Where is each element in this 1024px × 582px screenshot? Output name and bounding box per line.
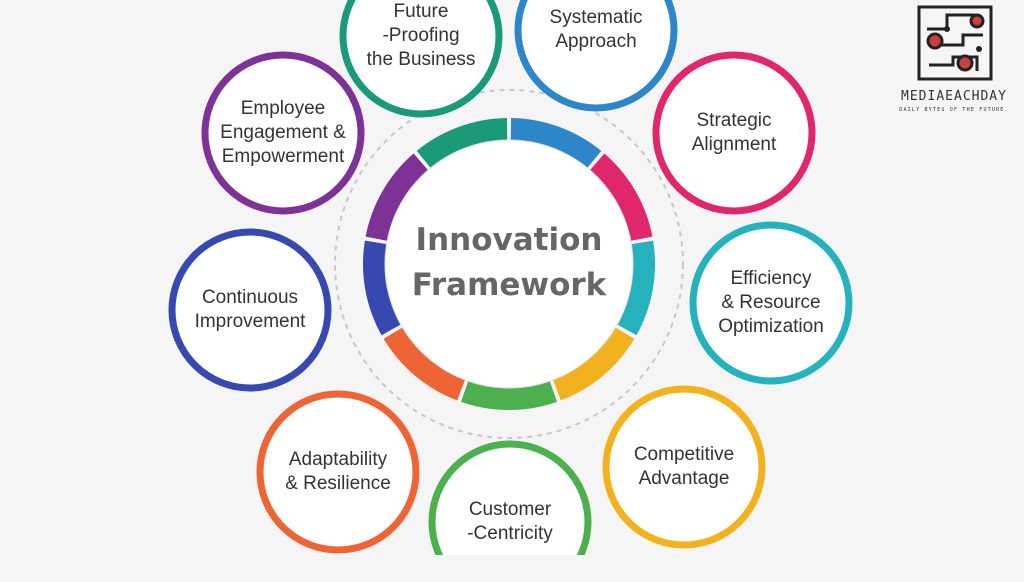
node-circle-competitive-advantage	[602, 385, 766, 549]
node-label-systematic-approach: Systematic Approach	[549, 7, 643, 52]
ring-segment	[510, 118, 602, 168]
ring-segment	[416, 118, 508, 168]
center-title: Innovation Framework	[411, 222, 607, 303]
node-circle-future-proofing	[339, 0, 503, 118]
node-circle-adaptability	[256, 390, 420, 554]
color-ring	[363, 118, 655, 410]
dashed-orbit	[334, 89, 684, 439]
circuit-logo-icon	[917, 5, 993, 81]
ring-segment	[590, 153, 653, 241]
ring-segment	[460, 381, 558, 410]
node-label-employee-engagement: Employee Engagement & Empowerment	[220, 98, 346, 167]
ring-segment	[365, 153, 428, 241]
node-circle-efficiency	[689, 221, 853, 385]
node-label-competitive-advantage: Competitive Advantage	[633, 444, 735, 489]
ring-segment	[617, 240, 655, 336]
node-label-future-proofing: Future -Proofing the Business	[366, 1, 476, 70]
node-label-adaptability: Adaptability & Resilience	[285, 449, 391, 494]
node-circle-systematic-approach	[514, 0, 678, 112]
logo: MEDIAEACHDAY DAILY BYTES OF THE FUTURE.	[888, 3, 1020, 118]
node-label-strategic-alignment: Strategic Alignment	[691, 110, 777, 155]
ring-segment	[363, 240, 401, 336]
ring-segment	[383, 327, 465, 401]
node-label-customer-centricity: Customer -Centricity	[467, 499, 553, 544]
logo-tagline: DAILY BYTES OF THE FUTURE.	[899, 107, 1009, 113]
logo-name: MEDIAEACHDAY	[901, 89, 1007, 104]
node-label-continuous-improvement: Continuous Improvement	[194, 287, 306, 332]
innovation-framework-diagram	[168, 0, 853, 555]
node-circle-strategic-alignment	[652, 51, 816, 215]
framework-nodes	[168, 0, 853, 555]
node-circle-continuous-improvement	[168, 228, 332, 392]
node-circle-employee-engagement	[201, 51, 365, 215]
node-circle-customer-centricity	[428, 440, 592, 555]
center-circle	[384, 139, 634, 389]
node-label-efficiency: Efficiency & Resource Optimization	[718, 268, 824, 337]
ring-segment	[553, 327, 635, 401]
